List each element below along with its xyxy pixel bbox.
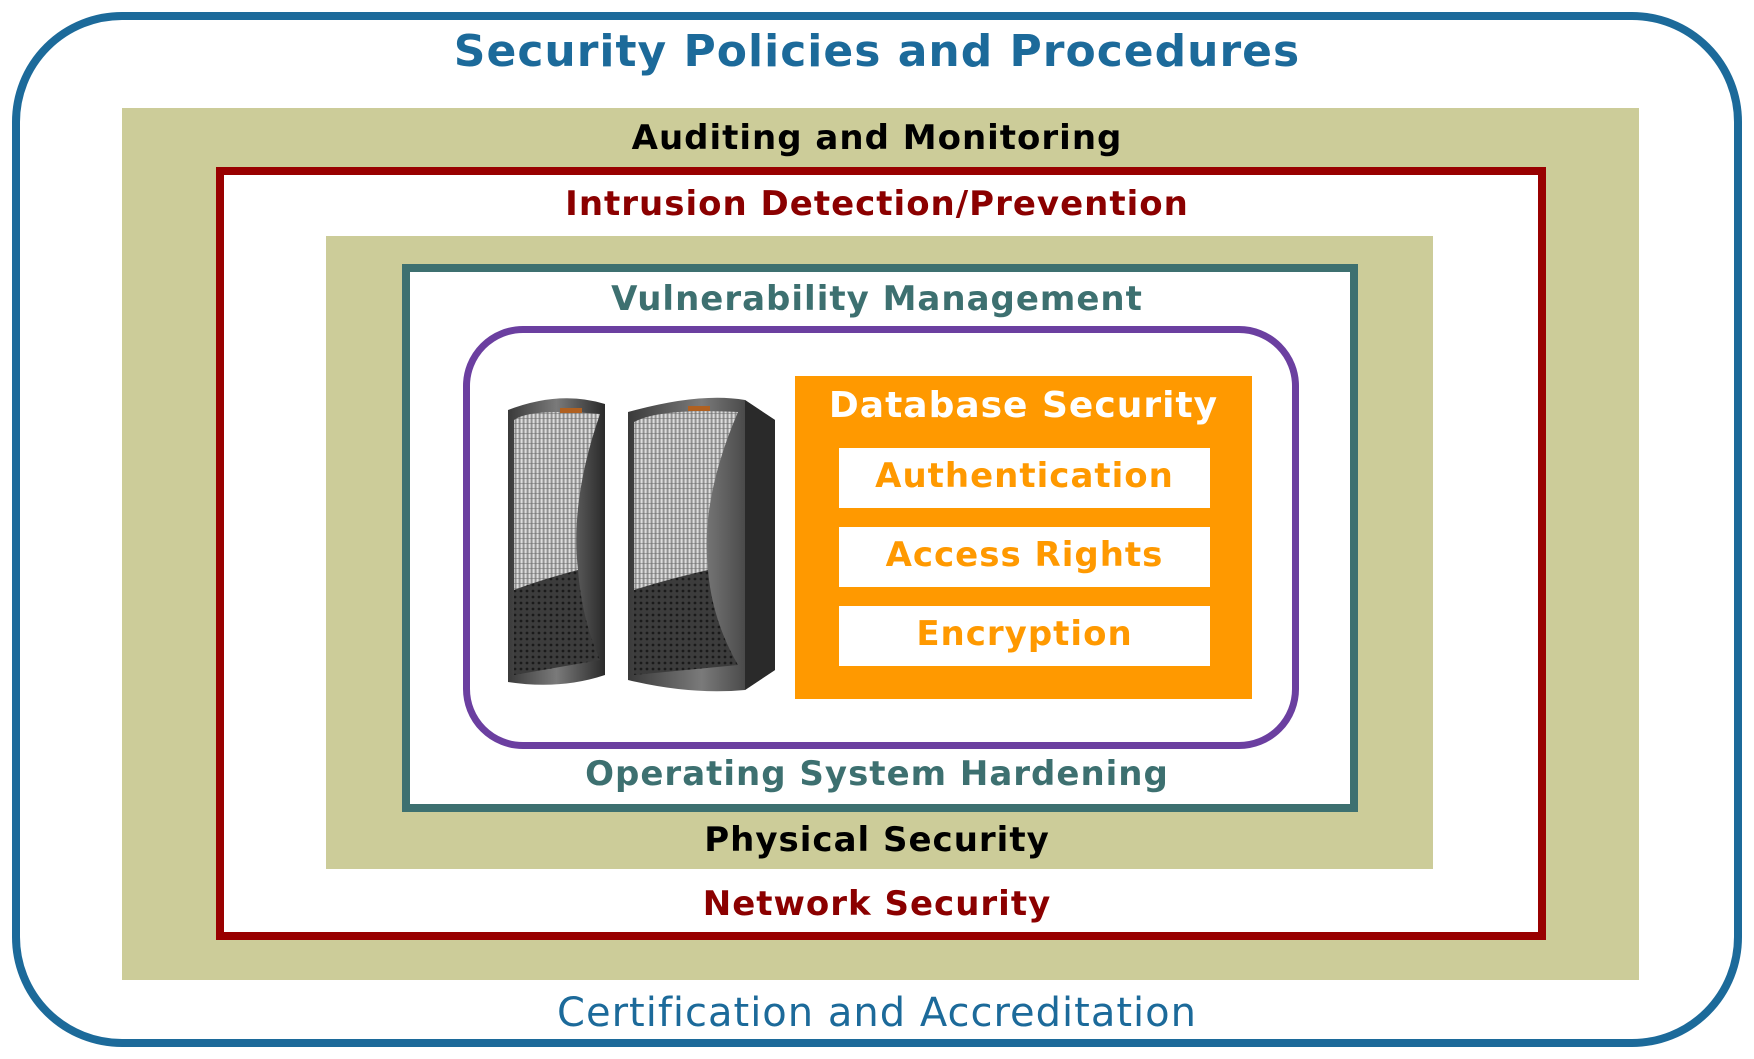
network-security-label: Network Security [702, 884, 1052, 924]
encryption-label: Encryption [916, 614, 1133, 654]
encryption-box: Encryption [839, 606, 1210, 666]
access-rights-box: Access Rights [839, 527, 1210, 587]
intrusion-detection-label: Intrusion Detection/Prevention [565, 184, 1189, 224]
os-hardening-label: Operating System Hardening [585, 754, 1169, 794]
authentication-box: Authentication [839, 448, 1210, 508]
authentication-label: Authentication [875, 456, 1174, 496]
database-security-title: Database Security [828, 385, 1219, 426]
server-right [628, 397, 775, 692]
auditing-monitoring-label: Auditing and Monitoring [631, 118, 1123, 158]
server-left [508, 398, 605, 685]
server-rack-icon [508, 397, 775, 692]
physical-security-label: Physical Security [704, 820, 1050, 860]
security-policies-title: Security Policies and Procedures [453, 26, 1301, 77]
certification-accreditation-label: Certification and Accreditation [557, 990, 1197, 1036]
access-rights-label: Access Rights [885, 535, 1164, 575]
vulnerability-management-label: Vulnerability Management [611, 279, 1143, 319]
